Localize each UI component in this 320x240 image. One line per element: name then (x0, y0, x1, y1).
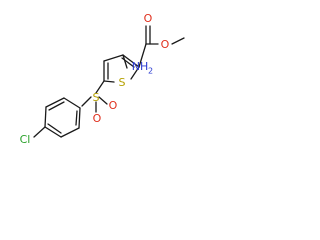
amine-subscript: 2 (148, 67, 153, 76)
bond-ar3-ar4 (44, 106, 47, 128)
bond-oester-methyl (171, 37, 185, 45)
ring-sulfur-label: S (119, 76, 126, 89)
sulfonyl-oxygen-right-label: O (109, 99, 118, 112)
bond-s-c2 (130, 66, 140, 80)
bond-ar4-ar5 (44, 126, 62, 138)
bond-ar2-ar3 (45, 97, 65, 108)
bond-ar6-ar1 (78, 107, 81, 129)
bond-ar-inner-b (47, 123, 62, 134)
bond-c3-n (122, 54, 128, 69)
bond-c4-sulfonyl (95, 80, 105, 94)
bond-ar5-ar6 (60, 127, 80, 138)
bond-ar1-ar2 (63, 97, 81, 109)
bond-sulfonyl-aryl (81, 96, 92, 107)
bond-ar-cl (33, 126, 46, 138)
bond-ar-inner-c (75, 110, 78, 126)
molecule-structure: S O O NH 2 S O O Cl (20, 12, 185, 146)
ester-oxygen-label: O (161, 38, 170, 51)
bond-c3-c4 (103, 54, 124, 62)
carbonyl-oxygen-label: O (144, 12, 153, 25)
molecule-diagram: S O O NH 2 S O O Cl (0, 0, 204, 167)
bond-sulfonyl-o-right (98, 96, 108, 105)
bond-ar-inner-a (48, 101, 65, 111)
bond-c5-s (103, 80, 115, 83)
bond-c2-c3 (122, 54, 140, 68)
bond-c2-ccarbonyl (138, 43, 147, 68)
chlorine-label: Cl (20, 133, 31, 146)
sulfonyl-oxygen-left-label: O (93, 112, 102, 125)
sulfonyl-sulfur-label: S (93, 91, 100, 104)
amine-label: NH (132, 60, 149, 73)
